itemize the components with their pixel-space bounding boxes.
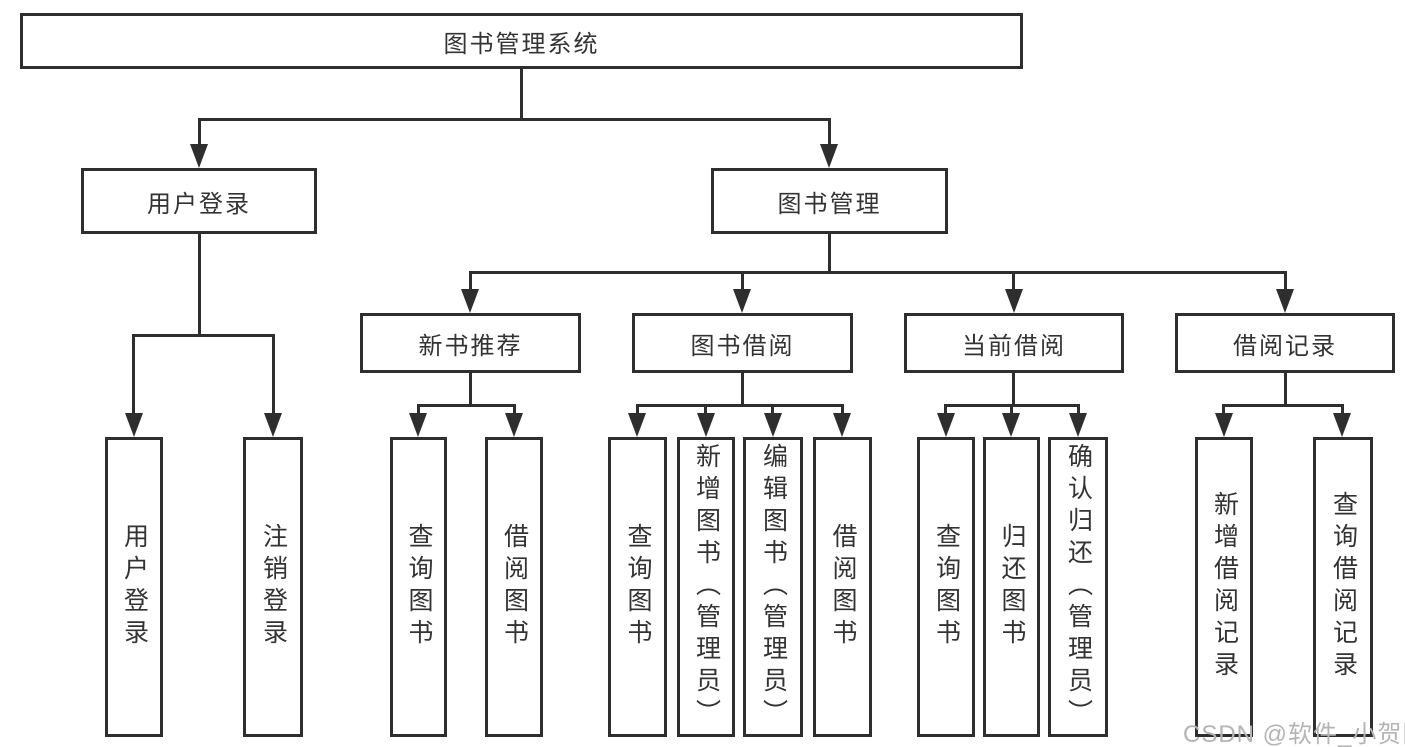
connector-drop-l3	[1284, 271, 1287, 293]
arrow-down-icon	[461, 289, 479, 313]
leaf-newbooks-borrow: 借阅图书	[485, 437, 543, 737]
arrow-down-icon	[697, 413, 715, 437]
connector-root-bar	[198, 118, 831, 121]
leaf-current-query: 查询图书	[917, 437, 975, 737]
connector-records-bar	[1222, 404, 1344, 407]
arrow-down-icon	[820, 144, 838, 168]
arrow-down-icon	[409, 413, 427, 437]
connector-drop-l3	[469, 271, 472, 293]
leaf-borrow-edit-admin: 编辑图书（管理员）	[743, 437, 803, 737]
arrow-down-icon	[833, 413, 851, 437]
leaf-records-add: 新增借阅记录	[1195, 437, 1253, 737]
arrow-down-icon	[1005, 289, 1023, 313]
leaf-borrow-query: 查询图书	[608, 437, 667, 737]
node-current-borrow: 当前借阅	[904, 313, 1124, 373]
arrow-down-icon	[505, 413, 523, 437]
connector-drop-leaf	[704, 404, 707, 418]
arrow-down-icon	[125, 413, 143, 437]
connector-currentborrow-stem	[1012, 373, 1015, 407]
connector-bookborrow-stem	[741, 373, 744, 407]
arrow-down-icon	[937, 413, 955, 437]
connector-drop-user-login	[198, 118, 201, 148]
arrow-down-icon	[733, 289, 751, 313]
node-new-book-recommend: 新书推荐	[360, 313, 581, 373]
csdn-watermark: CSDN @软件_小贺同学	[1183, 721, 1405, 747]
leaf-logout: 注销登录	[243, 437, 303, 737]
leaf-user-login: 用户登录	[105, 437, 163, 737]
connector-drop-l3	[741, 271, 744, 293]
connector-bookmgmt-stem	[828, 234, 831, 273]
leaf-borrow-borrow: 借阅图书	[813, 437, 872, 737]
connector-records-stem	[1284, 373, 1287, 407]
leaf-current-confirm-return-admin: 确认归还（管理员）	[1048, 437, 1108, 737]
arrow-down-icon	[264, 413, 282, 437]
connector-drop-leaf	[1077, 404, 1080, 418]
connector-drop-leaf	[841, 404, 844, 418]
connector-drop-leaf	[1222, 404, 1225, 418]
leaf-borrow-add-admin: 新增图书（管理员）	[677, 437, 735, 737]
connector-userlogin-bar	[132, 334, 275, 337]
arrow-down-icon	[1276, 289, 1294, 313]
node-root: 图书管理系统	[20, 13, 1023, 69]
arrow-down-icon	[1333, 413, 1351, 437]
connector-newbooks-stem	[469, 373, 472, 407]
leaf-current-return: 归还图书	[983, 437, 1040, 737]
connector-userlogin-stem	[198, 234, 201, 336]
arrow-down-icon	[1002, 413, 1020, 437]
connector-drop-leaf	[417, 404, 420, 418]
arrow-down-icon	[190, 144, 208, 168]
connector-root-stem	[520, 69, 523, 120]
arrow-down-icon	[1069, 413, 1087, 437]
connector-drop-leaf	[132, 334, 135, 416]
connector-drop-leaf	[771, 404, 774, 418]
connector-drop-leaf	[944, 404, 947, 418]
arrow-down-icon	[628, 413, 646, 437]
connector-drop-leaf	[1010, 404, 1013, 418]
connector-bookborrow-bar	[636, 404, 844, 407]
connector-bookmgmt-bar	[469, 271, 1287, 274]
connector-drop-book-management	[828, 118, 831, 148]
connector-drop-leaf	[272, 334, 275, 416]
arrow-down-icon	[764, 413, 782, 437]
node-borrow-records: 借阅记录	[1175, 313, 1395, 373]
connector-drop-leaf	[513, 404, 516, 418]
leaf-newbooks-query: 查询图书	[390, 437, 447, 737]
connector-drop-leaf	[1341, 404, 1344, 418]
node-book-borrow: 图书借阅	[632, 313, 853, 373]
connector-drop-l3	[1012, 271, 1015, 293]
arrow-down-icon	[1215, 413, 1233, 437]
connector-newbooks-bar	[417, 404, 516, 407]
connector-drop-leaf	[636, 404, 639, 418]
node-book-management: 图书管理	[711, 168, 948, 234]
node-user-login: 用户登录	[81, 168, 317, 234]
leaf-records-query: 查询借阅记录	[1313, 437, 1373, 737]
